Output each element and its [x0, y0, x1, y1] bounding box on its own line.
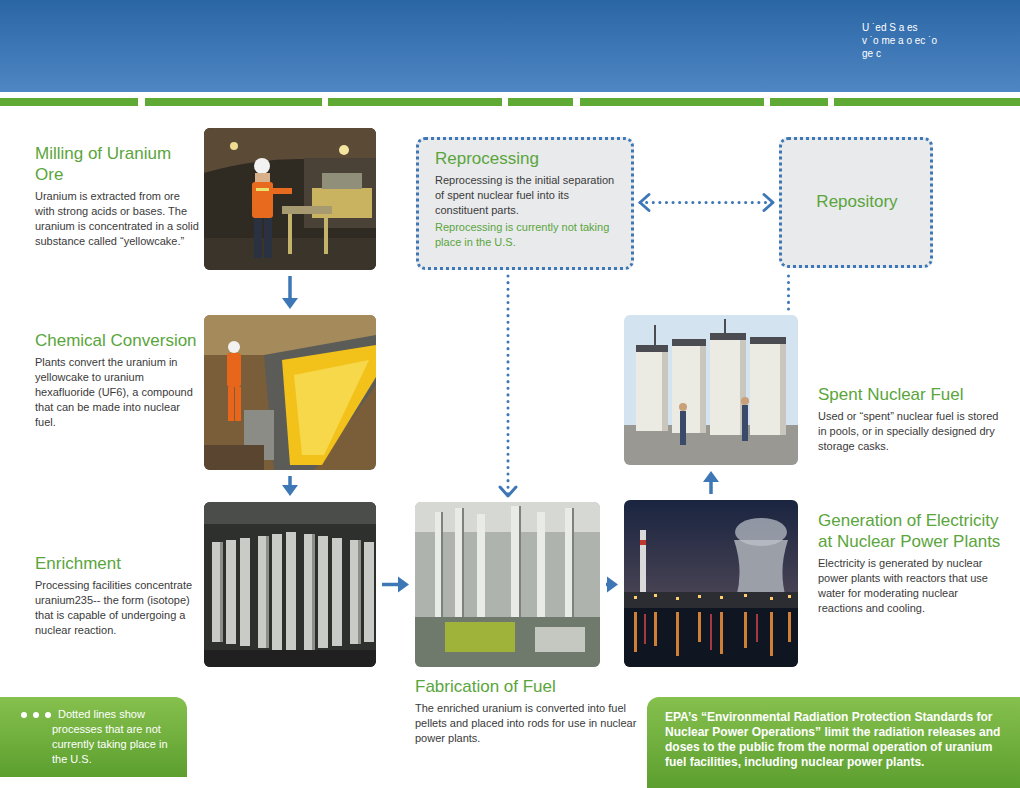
- connector-line: [288, 476, 292, 487]
- connector-line: [606, 583, 609, 587]
- note-panel: EPA’s “Environmental Radiation Protectio…: [647, 697, 1020, 788]
- arrow-head: [282, 485, 298, 496]
- dotted-connector: [640, 195, 773, 211]
- status-note: Reprocessing is currently not taking pla…: [435, 220, 617, 250]
- flow-arrow: [703, 471, 719, 494]
- stage-description: Used or “spent” nuclear fuel is stored i…: [818, 409, 1000, 454]
- stage-description: Uranium is extracted from ore with stron…: [35, 189, 200, 249]
- stage-text-block: EnrichmentProcessing facilities concentr…: [35, 553, 200, 638]
- mine-illustration: [204, 128, 376, 270]
- dotted-connector: [500, 276, 516, 496]
- stage-text-block: Fabrication of FuelThe enriched uranium …: [415, 676, 643, 746]
- stage-description: Reprocessing is the initial separation o…: [435, 173, 617, 218]
- arrow-head: [282, 298, 298, 309]
- mine-photo: [204, 128, 376, 270]
- stage-text-block: Spent Nuclear FuelUsed or “spent” nuclea…: [818, 384, 1000, 454]
- connector-line: [382, 583, 400, 587]
- stage-description: Processing facilities concentrate uraniu…: [35, 578, 200, 638]
- conversion-photo: [204, 315, 376, 470]
- agency-name-fragment: ge c: [862, 47, 881, 60]
- connector-line: [709, 480, 713, 494]
- fabrication-photo: [415, 502, 600, 667]
- dotted-process-box: ReprocessingReprocessing is the initial …: [416, 137, 634, 270]
- process-stage: EnrichmentProcessing facilities concentr…: [204, 502, 376, 667]
- legend-text: Dotted lines show processes that are not…: [52, 707, 180, 767]
- stage-description: Plants convert the uranium in yellowcake…: [35, 355, 200, 430]
- arrow-head: [703, 471, 719, 482]
- flow-arrow: [282, 476, 298, 496]
- connector-line: [507, 276, 510, 496]
- legend-panel: Dotted lines show processes that are not…: [0, 697, 187, 777]
- stage-heading: Milling of Uranium Ore: [35, 143, 200, 185]
- green-rule: [0, 98, 1020, 106]
- storage-cask-photo: [624, 315, 798, 465]
- stage-heading: Spent Nuclear Fuel: [818, 384, 1000, 405]
- connector-line: [787, 274, 790, 309]
- note-text: EPA’s “Environmental Radiation Protectio…: [665, 710, 1010, 770]
- flow-arrow: [606, 577, 618, 593]
- arrow-head: [398, 577, 409, 593]
- arrow-head: [640, 195, 649, 211]
- process-stage: Spent Nuclear FuelUsed or “spent” nuclea…: [624, 315, 798, 465]
- stage-heading: Fabrication of Fuel: [415, 676, 643, 697]
- stage-heading: Enrichment: [35, 553, 200, 574]
- legend-dots: [20, 711, 54, 719]
- flow-arrow: [282, 276, 298, 309]
- dotted-process-box: Repository: [779, 137, 933, 268]
- agency-name-fragment: v ˙o me a o ec ˙o: [862, 34, 937, 47]
- power-plant-photo: [624, 500, 798, 667]
- process-stage: Fabrication of FuelThe enriched uranium …: [415, 502, 600, 667]
- conversion-illustration: [204, 315, 376, 470]
- agency-name-fragment: U ˙ed S a es: [862, 21, 918, 34]
- enrichment-photo: [204, 502, 376, 667]
- stage-description: The enriched uranium is converted into f…: [415, 701, 643, 746]
- power-plant-illustration: [624, 500, 798, 667]
- storage-cask-illustration: [624, 315, 798, 465]
- connector-line: [640, 201, 773, 204]
- arrow-head: [764, 195, 773, 211]
- stage-heading: Reprocessing: [435, 148, 617, 169]
- process-stage: Milling of Uranium OreUranium is extract…: [204, 128, 376, 270]
- flow-arrow: [382, 577, 409, 593]
- dotted-connector: [788, 274, 789, 309]
- arrow-head: [607, 577, 618, 593]
- stage-text-block: Chemical ConversionPlants convert the ur…: [35, 330, 200, 430]
- stage-description: Electricity is generated by nuclear powe…: [818, 556, 1002, 616]
- stage-heading: Repository: [816, 191, 897, 212]
- stage-text-block: Milling of Uranium OreUranium is extract…: [35, 143, 200, 249]
- fuel-rod-illustration: [415, 502, 600, 667]
- stage-heading: Chemical Conversion: [35, 330, 200, 351]
- process-stage: Chemical ConversionPlants convert the ur…: [204, 315, 376, 470]
- process-stage: Generation of Electricity at Nuclear Pow…: [624, 500, 798, 667]
- centrifuge-illustration: [204, 502, 376, 667]
- connector-line: [288, 276, 292, 300]
- stage-text-block: Generation of Electricity at Nuclear Pow…: [818, 510, 1002, 616]
- arrow-head: [500, 487, 516, 496]
- stage-heading: Generation of Electricity at Nuclear Pow…: [818, 510, 1002, 552]
